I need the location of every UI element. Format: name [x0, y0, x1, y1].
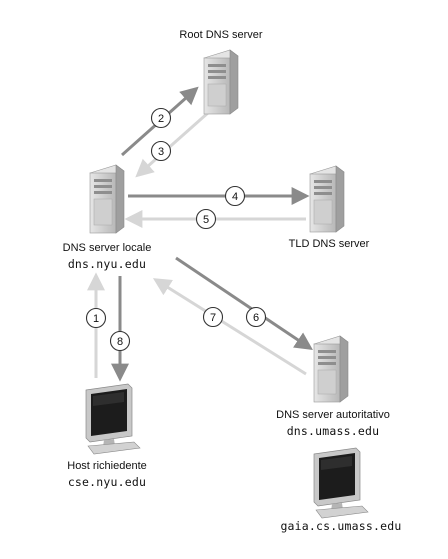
step-marker-6: 6: [245, 306, 267, 328]
arrow-step-6: [175, 256, 313, 351]
root-server-icon: [203, 49, 239, 115]
step-label-3: 3: [158, 146, 164, 158]
step-marker-8: 8: [109, 330, 131, 352]
tld-server-icon: [309, 165, 345, 233]
arrow-step-7: [152, 278, 307, 376]
authoritative-server-label: DNS server autoritativo: [276, 409, 390, 421]
step-marker-2: 2: [150, 107, 172, 129]
gaia-host-computer-icon: [313, 447, 369, 519]
arrow-step-3: [135, 102, 219, 178]
step-marker-7: 7: [202, 306, 224, 328]
step-label-6: 6: [253, 312, 259, 324]
tld-server-label: TLD DNS server: [289, 238, 370, 250]
step-label-2: 2: [158, 113, 164, 125]
local-server-label: DNS server locale: [63, 242, 152, 254]
requester-computer-icon: [85, 383, 141, 455]
step-marker-4: 4: [224, 185, 246, 207]
step-marker-1: 1: [85, 307, 107, 329]
step-label-1: 1: [93, 313, 99, 325]
authoritative-server-host: dns.umass.edu: [287, 424, 380, 438]
requester-host-name: cse.nyu.edu: [68, 475, 146, 489]
step-marker-3: 3: [150, 140, 172, 162]
step-label-5: 5: [203, 214, 209, 226]
step-marker-5: 5: [195, 208, 217, 230]
root-server-label: Root DNS server: [179, 29, 262, 41]
gaia-host-name: gaia.cs.umass.edu: [280, 519, 401, 533]
local-server-host: dns.nyu.edu: [68, 257, 146, 271]
step-label-4: 4: [232, 191, 238, 203]
requester-host-label: Host richiedente: [67, 460, 147, 472]
step-label-8: 8: [117, 336, 123, 348]
local-dns-server-icon: [89, 164, 125, 234]
authoritative-server-icon: [313, 335, 349, 403]
step-label-7: 7: [210, 312, 216, 324]
